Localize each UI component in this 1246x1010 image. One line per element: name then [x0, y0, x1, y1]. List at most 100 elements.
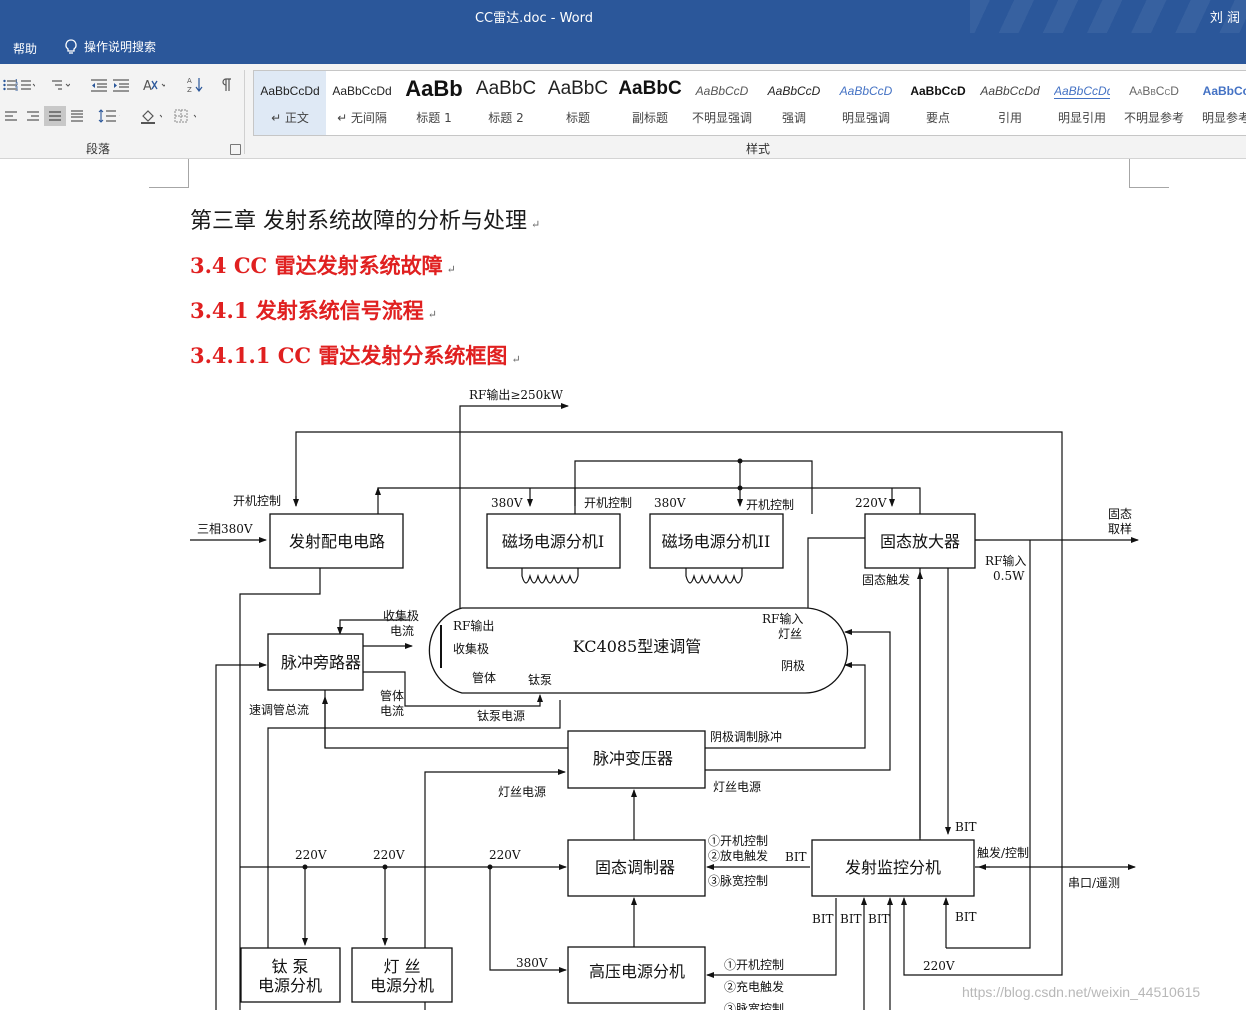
v220-label-1: 220V [295, 848, 327, 862]
style-name: ↵ 无间隔 [337, 111, 387, 125]
style-item-heading-1[interactable]: AaBb 标题 1 [398, 71, 470, 135]
body-label: 管体 [472, 670, 496, 685]
bit-label-ssm: BIT [785, 850, 807, 864]
distributed-icon [71, 110, 83, 122]
rf-output-power-label: RF输出≥250kW [469, 387, 564, 402]
paragraph-mark: ↵ [446, 263, 456, 276]
style-name: 强调 [781, 111, 806, 125]
styles-gallery: AaBbCcDd ↵ 正文 AaBbCcDd ↵ 无间隔 AaBb 标题 1 A… [253, 70, 1246, 136]
decrease-indent-icon [91, 79, 107, 92]
style-item-subtitle[interactable]: AaBbC 副标题 [614, 71, 686, 135]
coil-windings [521, 568, 743, 584]
ti-pump-label: 钛泵 [528, 672, 552, 687]
tell-me-search[interactable]: 操作说明搜索 [64, 38, 156, 55]
body-current-label-1: 管体 [380, 688, 404, 703]
decrease-indent-button[interactable] [88, 75, 110, 95]
style-item-subtle-reference[interactable]: AaBbCcD 不明显参考 [1118, 71, 1190, 135]
paragraph-mark-icon [222, 78, 231, 91]
title-bar: CC雷达.doc - Word 刘 润 [0, 0, 1246, 33]
style-item-quote[interactable]: AaBbCcDd 引用 [974, 71, 1046, 135]
styles-group-label: 样式 [746, 142, 771, 156]
style-sample: AaBbCcDd [980, 84, 1040, 98]
margin-corner-mark [149, 159, 189, 188]
paragraph-mark: ↵ [427, 308, 437, 321]
heading-3-4-1[interactable]: 3.4.1 发射系统信号流程↵ [190, 295, 437, 325]
svg-text:1: 1 [15, 79, 18, 85]
style-name: 引用 [997, 111, 1022, 125]
pulse-transformer-label: 脉冲变压器 [593, 749, 673, 768]
shading-button[interactable] [140, 106, 162, 126]
tell-me-label: 操作说明搜索 [84, 40, 157, 54]
style-item-intense-quote[interactable]: AaBbCcDd 明显引用 [1046, 71, 1118, 135]
numbered-list-icon: 123 [15, 79, 35, 92]
ss-trigger-label: 固态触发 [862, 572, 910, 587]
junction-dots [302, 458, 743, 870]
borders-icon [174, 109, 196, 123]
style-name: 标题 2 [488, 111, 524, 125]
collector-current-label-2: 电流 [390, 624, 414, 638]
diagram-boxes [240, 513, 976, 1004]
cathode-label: 阴极 [781, 659, 805, 673]
style-item-intense-reference[interactable]: AaBbCc 明显参考 [1190, 71, 1246, 135]
paragraph-mark: ↵ [511, 353, 521, 366]
style-item-normal[interactable]: AaBbCcDd ↵ 正文 [254, 71, 326, 135]
bullets-button[interactable] [0, 75, 22, 95]
style-sample: AaBbCcD [839, 84, 893, 98]
chinese-layout-button[interactable]: A [143, 75, 165, 95]
v220-label-3: 220V [489, 848, 521, 862]
svg-text:2: 2 [15, 83, 18, 89]
ribbon-tab-bar: 帮助 操作说明搜索 [0, 33, 1246, 64]
style-item-strong[interactable]: AaBbCcD 要点 [902, 71, 974, 135]
style-item-title[interactable]: AaBbC 标题 [542, 71, 614, 135]
bit-label-4: BIT [955, 910, 977, 924]
multilevel-list-button[interactable] [48, 75, 70, 95]
sort-icon: AZ [187, 77, 203, 94]
heading-3-4-1-1[interactable]: 3.4.1.1 CC 雷达发射分系统框图↵ [190, 340, 521, 370]
power-distribution-label: 发射配电电路 [289, 532, 385, 551]
style-item-heading-2[interactable]: AaBbC 标题 2 [470, 71, 542, 135]
cathode-pulse-label: 阴极调制脉冲 [710, 729, 782, 744]
title-bar-decoration [970, 0, 1246, 33]
line-spacing-icon [98, 109, 120, 123]
style-sample: AaBbCc [1202, 84, 1246, 98]
heading-3-4[interactable]: 3.4 CC 雷达发射系统故障↵ [190, 250, 456, 280]
increase-indent-button[interactable] [110, 75, 132, 95]
svg-text:Z: Z [187, 86, 192, 94]
bit-label-2: BIT [840, 912, 862, 926]
style-sample: AaBbCcD [695, 84, 749, 98]
filament-label: 灯丝 [778, 627, 802, 641]
justify-button[interactable] [44, 106, 66, 126]
sample-label-2: 取样 [1108, 521, 1132, 536]
chapter-title[interactable]: 第三章 发射系统故障的分析与处理↵ [190, 203, 540, 235]
align-left-button[interactable] [0, 106, 22, 126]
hv-cmd-2: ②充电触发 [724, 979, 784, 994]
borders-button[interactable] [174, 106, 196, 126]
power-control-label-2: 开机控制 [584, 496, 632, 510]
distributed-button[interactable] [66, 106, 88, 126]
filament-psu-label-2: 电源分机 [370, 976, 434, 995]
style-sample: AaBbCcDd [332, 84, 392, 98]
style-item-no-spacing[interactable]: AaBbCcDd ↵ 无间隔 [326, 71, 398, 135]
show-marks-button[interactable] [216, 75, 238, 95]
justify-icon [49, 111, 61, 121]
paint-bucket-icon [141, 110, 162, 124]
user-name[interactable]: 刘 润 [1209, 11, 1240, 26]
align-right-button[interactable] [22, 106, 44, 126]
style-item-intense-emphasis[interactable]: AaBbCcD 明显强调 [830, 71, 902, 135]
tab-help[interactable]: 帮助 [13, 42, 38, 56]
magnet-psu-1-label: 磁场电源分机I [502, 532, 604, 551]
style-name: 不明显强调 [691, 111, 752, 125]
filament-power-label-right: 灯丝电源 [713, 780, 761, 794]
solid-state-amplifier-label: 固态放大器 [880, 532, 960, 551]
style-name: 要点 [925, 111, 950, 125]
paragraph-dialog-launcher[interactable] [230, 144, 241, 155]
line-spacing-button[interactable] [98, 106, 120, 126]
ssm-cmd-3: ③脉宽控制 [708, 873, 768, 888]
style-item-subtle-emphasis[interactable]: AaBbCcD 不明显强调 [686, 71, 758, 135]
increase-indent-icon [113, 79, 129, 92]
signal-labels: RF输出≥250kW 开机控制 三相380V 380V 开机控制 380V 开机… [197, 387, 1132, 1010]
style-item-emphasis[interactable]: AaBbCcD 强调 [758, 71, 830, 135]
